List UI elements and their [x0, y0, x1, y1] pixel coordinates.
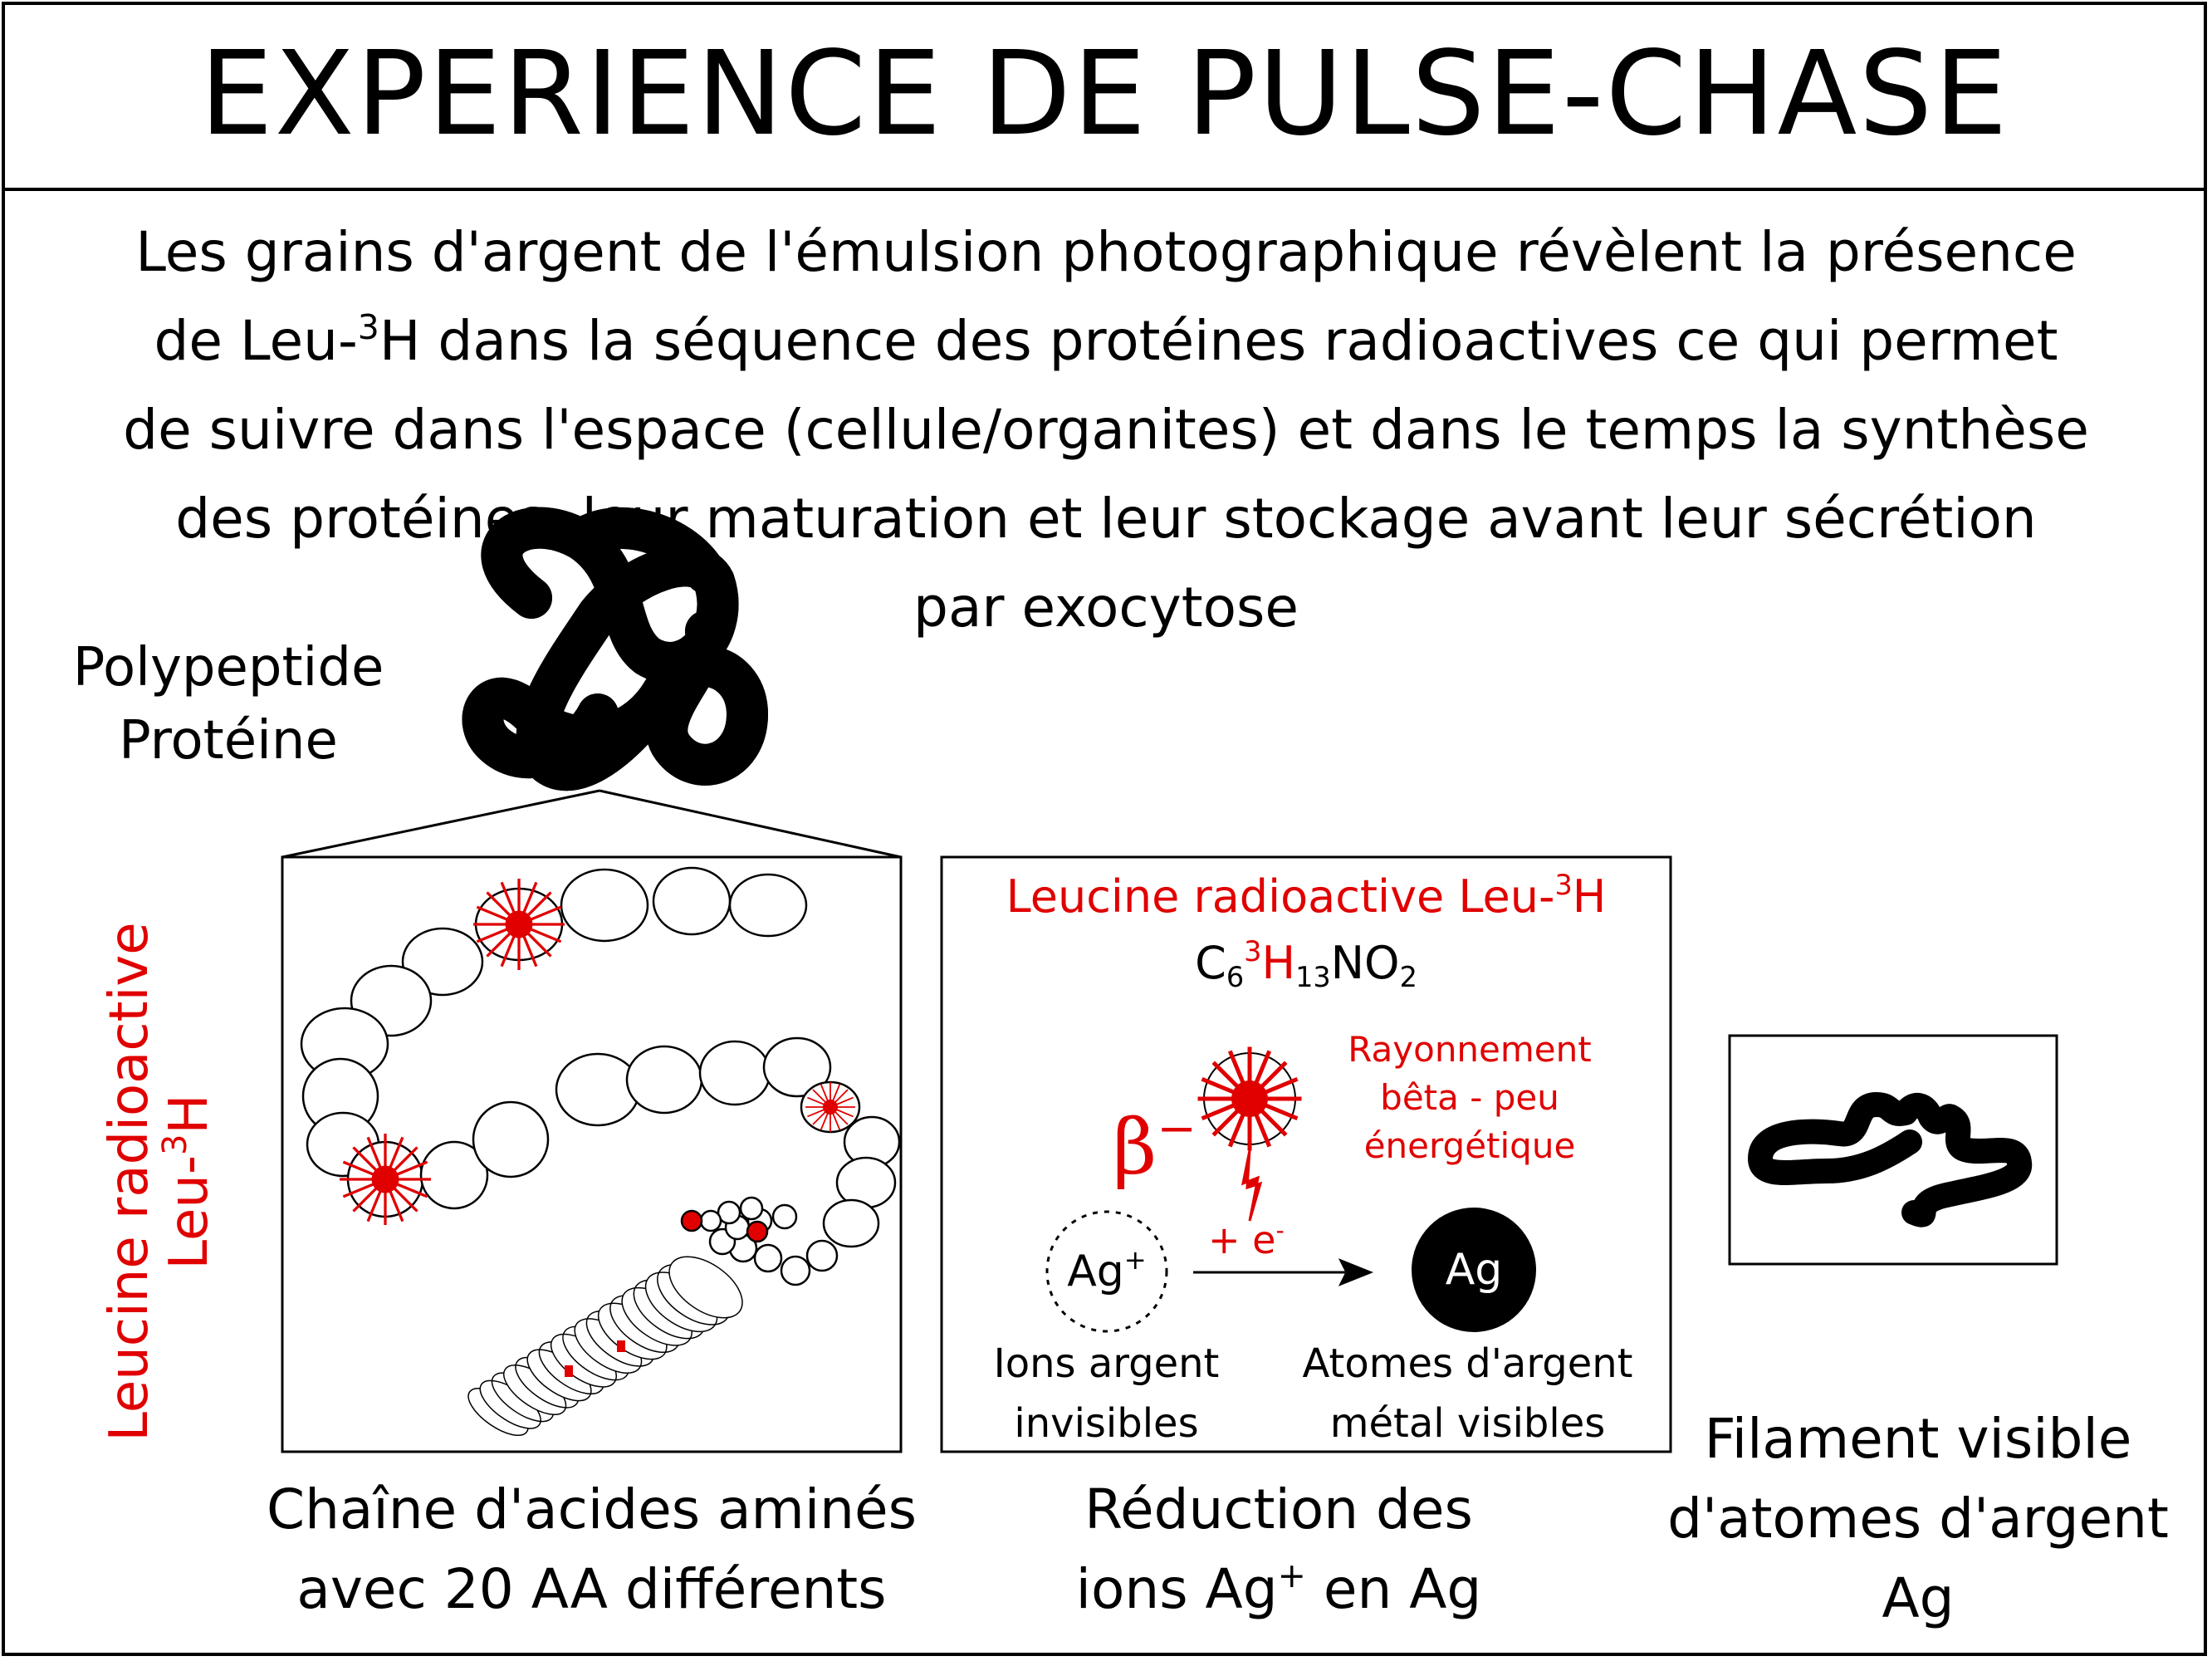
radioactive-leucine-mark: [746, 1220, 769, 1243]
reaction-box: [940, 855, 1672, 1453]
ion-caption: Ions argent invisibles: [993, 1340, 1220, 1447]
radioactive-core: [371, 1165, 399, 1193]
amino-acid-bead: [560, 868, 649, 943]
amino-acid-bead: [699, 1209, 722, 1232]
amino-acid-bead: [472, 1100, 550, 1178]
amino-acid-bead: [762, 1036, 832, 1098]
amino-acid-bead: [625, 1045, 703, 1115]
amino-acid-bead: [728, 873, 808, 938]
helix-segment: [467, 1256, 743, 1436]
intro-line-5: par exocytose: [913, 576, 1299, 639]
amino-acid-bead: [780, 1255, 811, 1286]
reduction-arrow-icon: [1193, 1258, 1374, 1286]
radiation-label: Rayonnement bêta - peu énergétique: [1348, 1029, 1592, 1166]
filament-caption: Filament visible d'atomes d'argent Ag: [1667, 1407, 2169, 1630]
radioactive-core: [505, 910, 533, 938]
amino-acid-bead: [555, 1052, 641, 1127]
page-title: EXPERIENCE DE PULSE-CHASE: [199, 27, 2009, 162]
silver-atom-label: Ag: [1445, 1245, 1503, 1295]
silver-filament-icon: [1748, 1092, 2033, 1227]
amino-acid-bead: [739, 1196, 764, 1221]
silver-ion-label: Ag+: [1067, 1244, 1147, 1296]
electron-label: + e-: [1208, 1217, 1285, 1262]
lightning-icon: [1241, 1149, 1263, 1222]
helix-turn: [668, 1256, 743, 1319]
amino-acid-bead: [753, 1243, 783, 1273]
silver-atom-circle: [1412, 1208, 1536, 1332]
intro-line-1: Les grains d'argent de l'émulsion photog…: [135, 220, 2077, 284]
chain-caption: Chaîne d'acides aminés avec 20 AA différ…: [267, 1477, 917, 1621]
amino-acid-bead: [419, 1140, 489, 1210]
amino-acid-bead: [698, 1040, 771, 1106]
amino-acid-bead: [717, 1200, 741, 1225]
silver-ion-circle: [1045, 1210, 1168, 1333]
radioactive-core: [823, 1100, 838, 1115]
intro-line-2: de Leu-3H dans la séquence des protéines…: [154, 306, 2058, 373]
beta-minus-label: β−: [1113, 1100, 1197, 1192]
amino-acid-chain: [300, 866, 901, 1286]
reaction-heading: Leucine radioactive Leu-3H: [1006, 869, 1607, 923]
radioactive-leucine-mark: [617, 1340, 625, 1352]
reduction-caption: Réduction des ions Ag+ en Ag: [1075, 1477, 1482, 1621]
intro-text: Les grains d'argent de l'émulsion photog…: [17, 208, 2195, 652]
amino-acid-bead: [822, 1198, 880, 1248]
radioactive-burst-icon: [1198, 1047, 1302, 1151]
protein-tangle-icon: [482, 528, 768, 771]
chemical-formula: C63H13NO2: [1195, 935, 1417, 994]
title-bar: EXPERIENCE DE PULSE-CHASE: [2, 2, 2207, 191]
amino-acid-bead: [771, 1203, 798, 1230]
zoom-lines: [281, 789, 902, 859]
atom-caption: Atomes d'argent métal visibles: [1302, 1340, 1633, 1447]
radioactive-leucine-mark: [680, 1209, 703, 1232]
amino-acid-bead: [805, 1239, 839, 1272]
protein-label: Polypeptide Protéine: [72, 637, 384, 772]
intro-line-3: de suivre dans l'espace (cellule/organit…: [123, 398, 2089, 462]
amino-acid-bead: [652, 866, 732, 936]
radioactive-leucine-mark: [565, 1365, 573, 1377]
